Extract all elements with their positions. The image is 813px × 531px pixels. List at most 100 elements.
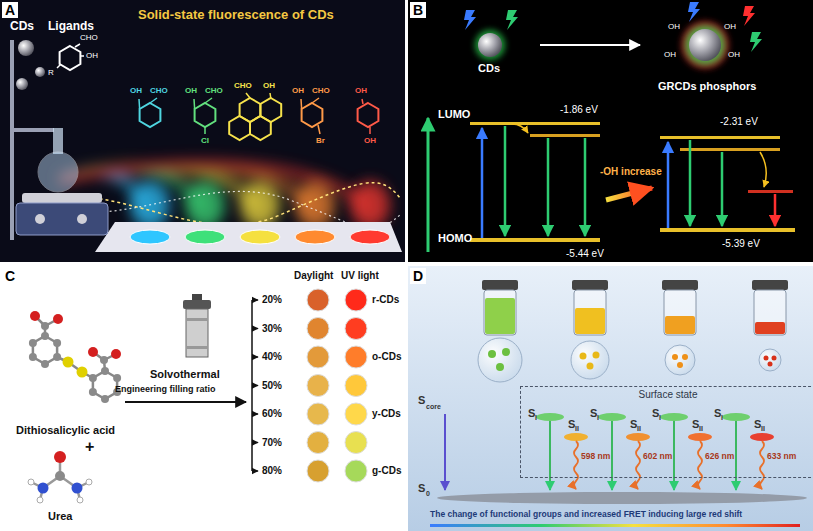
figure-label: S [630,418,637,431]
illustration-part [246,93,250,98]
figure-label: Cl [201,136,209,145]
figure-label: OH [355,86,367,95]
illustration-part [195,103,216,127]
figure-label: 80% [262,465,282,477]
figure-label: OH [724,22,736,31]
illustration-part [205,98,212,103]
illustration-part [750,32,762,52]
illustration-part [760,152,766,187]
illustration-part [35,214,45,224]
illustration-part [345,403,367,425]
figure-label: Dithiosalicylic acid [16,424,115,437]
illustration-part [252,356,258,357]
illustration-part [307,289,367,482]
illustration-part [512,124,528,133]
illustration-part [183,300,211,309]
illustration-part [350,181,390,229]
figure-label: R [48,68,54,77]
illustration-part [575,308,605,334]
figure-panel: B [408,0,813,262]
illustration-part [77,367,88,378]
illustration-part [774,194,777,226]
illustration-part [101,395,109,403]
figure-label: core [426,403,441,411]
illustration-part [138,99,140,109]
figure-panel: C [0,266,405,531]
illustration-part [10,40,14,240]
figure-label: 60% [262,408,282,420]
illustration-part [250,116,271,140]
illustration-part [536,413,774,490]
figure-label: 626 nm [705,452,734,462]
illustration-part [681,21,729,69]
figure-panel: DSurface state [408,266,813,531]
figure-label: OH [130,86,142,95]
illustration-part [252,300,258,471]
illustration-part [464,10,476,30]
surface-state-box: Surface state [520,386,813,478]
figure-label: 50% [262,380,282,392]
figure-label: II [575,425,579,433]
illustration-part [307,318,329,340]
illustration-part [307,403,329,425]
illustration-part [444,414,446,490]
illustration-part [300,99,302,109]
illustration-part [345,375,367,397]
figure-label: CHO [205,86,223,95]
illustration-part [470,122,600,125]
figure-label: S [714,407,721,420]
illustration-part [88,347,98,357]
illustration-part [689,29,721,61]
illustration-part [748,190,793,193]
illustration-part [16,78,28,90]
figure-label: CHO [150,86,168,95]
illustration-part [626,433,650,441]
illustration-part [677,362,683,368]
illustration-part [38,483,49,494]
illustration-part [478,33,502,57]
figure-label: S [652,407,659,420]
illustration-part [33,336,57,364]
illustration-part [89,374,97,382]
illustration-part [252,385,258,386]
illustration-part [41,322,49,330]
illustration-part [192,294,202,300]
figure-label: OH [668,22,680,31]
illustration-part [0,0,405,262]
figure-panel: A [0,0,405,262]
illustration-part [345,432,367,454]
illustration-part [408,266,813,531]
illustration-part [549,421,551,490]
illustration-part [688,433,712,441]
illustration-part [185,230,225,244]
figure-label: S [528,407,535,420]
illustration-part [60,46,81,70]
illustration-part [768,362,773,367]
figure-label: -2.31 eV [720,116,758,128]
figure-label: y-CDs [372,408,401,420]
figure-label: Ligands [48,20,94,34]
figure-label: 633 nm [767,452,796,462]
illustration-part [28,479,34,485]
illustration-part [302,103,323,127]
illustration-part [89,388,97,396]
illustration-part [345,460,367,482]
figure-label: CHO [234,81,252,90]
illustration-part [606,188,652,200]
figure-label: 602 nm [643,452,672,462]
illustration-part [764,356,769,361]
illustration-part [735,421,737,490]
figure-label: S [692,418,699,431]
illustration-part [664,290,696,335]
illustration-part [307,375,329,397]
illustration-part [722,413,750,421]
illustration-part [186,346,208,349]
illustration-part [31,457,89,500]
figure-label: OH [728,50,740,59]
illustration-part [437,492,807,504]
illustration-part [540,44,640,46]
illustration-part [307,346,329,368]
illustration-part [75,44,80,47]
illustration-part [345,289,367,311]
